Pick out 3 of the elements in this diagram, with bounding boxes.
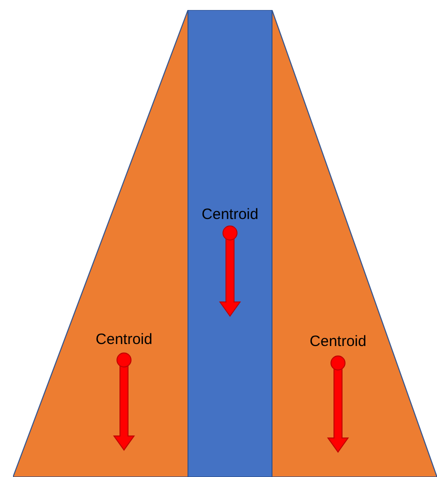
centroid-label: Centroid xyxy=(310,333,366,351)
centroid-label: Centroid xyxy=(202,206,258,224)
centroid-label: Centroid xyxy=(96,331,152,349)
